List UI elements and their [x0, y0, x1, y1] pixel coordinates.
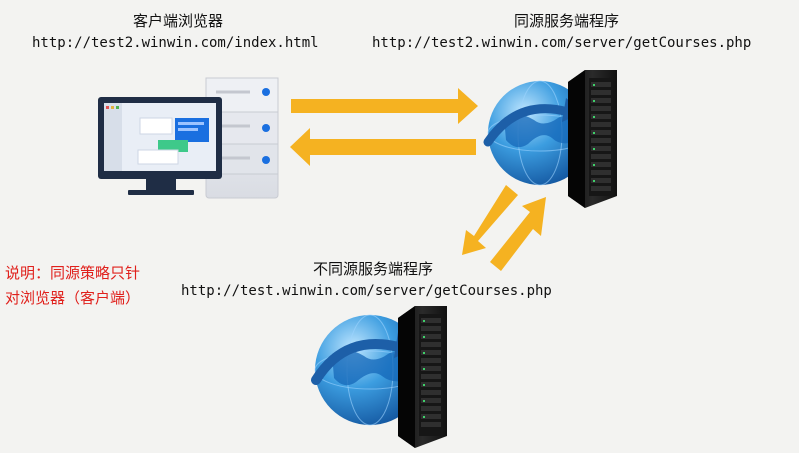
cross-origin-url: http://test.winwin.com/server/getCourses… — [181, 283, 552, 299]
client-title: 客户端浏览器 — [133, 12, 224, 30]
cross-origin-server-icon — [311, 306, 447, 448]
same-origin-url: http://test2.winwin.com/server/getCourse… — [372, 35, 752, 51]
response-arrow — [290, 128, 476, 166]
cross-request-arrow — [462, 185, 518, 255]
same-origin-title: 同源服务端程序 — [514, 12, 620, 30]
cross-response-arrow — [490, 197, 546, 271]
note-line-1: 说明：同源策略只针 — [5, 264, 141, 282]
note-text: 说明：同源策略只针 对浏览器（客户端） — [5, 261, 140, 311]
globe-icon — [311, 314, 426, 426]
same-origin-server-icon — [483, 70, 617, 208]
client-url: http://test2.winwin.com/index.html — [32, 35, 319, 51]
note-line-2: 对浏览器（客户端） — [5, 289, 141, 307]
request-arrow — [291, 88, 478, 124]
server-rack — [568, 70, 617, 208]
cross-origin-title: 不同源服务端程序 — [313, 260, 434, 278]
server-rack — [398, 306, 447, 448]
computer-server-icon — [98, 77, 279, 199]
monitor — [98, 97, 222, 195]
globe-icon — [483, 80, 593, 186]
